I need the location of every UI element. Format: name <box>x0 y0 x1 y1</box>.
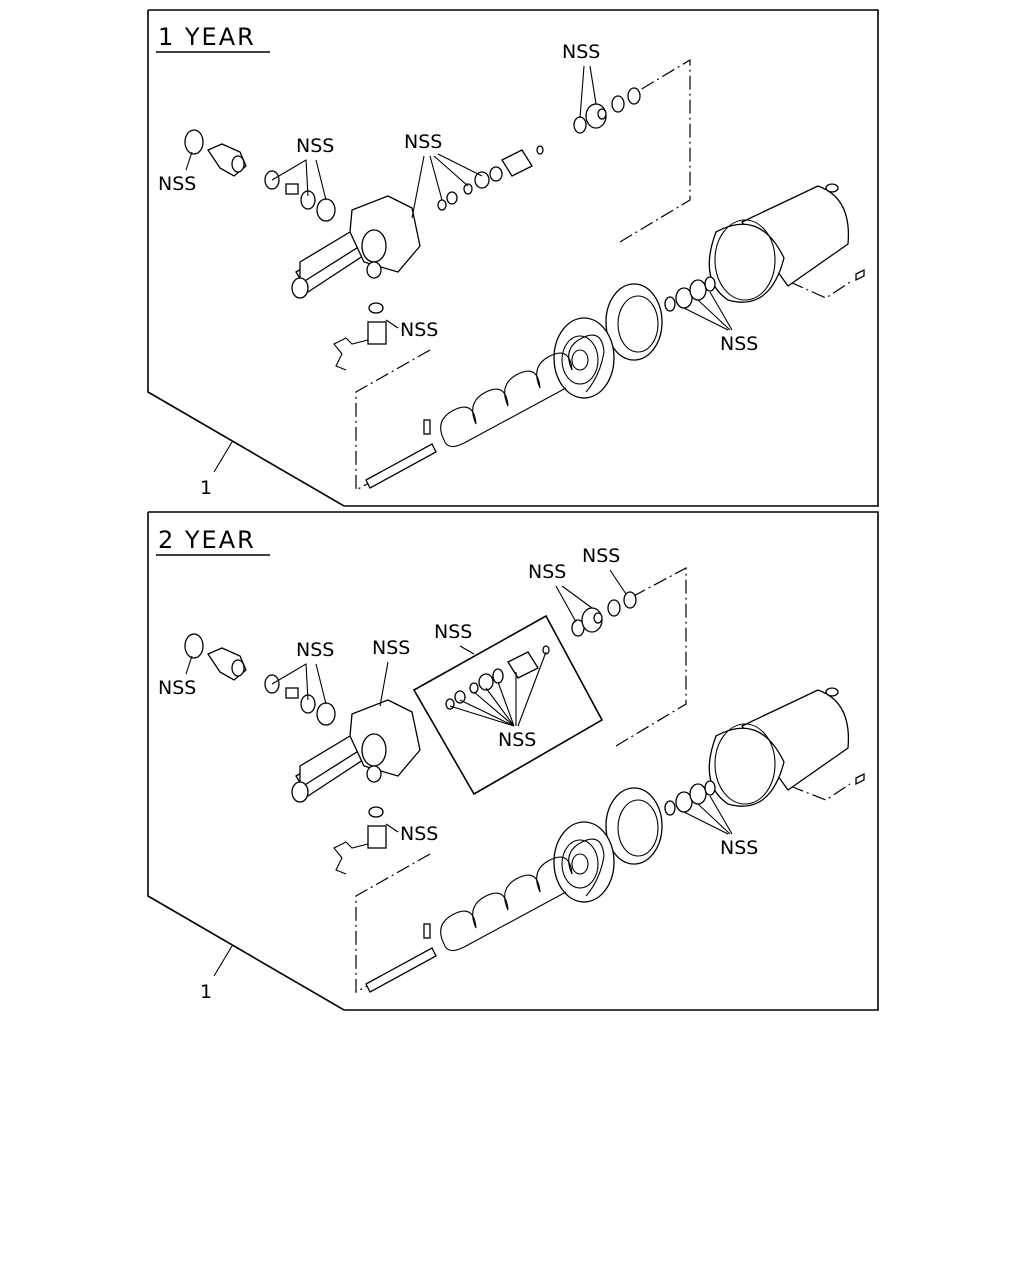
label-leader <box>449 705 515 727</box>
nss-label: NSS <box>720 333 758 355</box>
label-leader <box>497 681 515 727</box>
assembly-guide-line <box>789 281 851 299</box>
label-leader <box>709 795 733 835</box>
assembly-guide-line <box>619 58 691 243</box>
seal-rings <box>571 591 637 637</box>
master-cylinder-body <box>291 195 421 299</box>
piston-plate <box>553 317 615 399</box>
label-leader <box>315 663 327 705</box>
diaphragm-ring <box>605 283 663 361</box>
push-rod <box>365 419 437 489</box>
seal-rings <box>573 87 641 134</box>
label-leader <box>185 151 193 171</box>
panel-frame <box>147 9 879 507</box>
diaphragm-ring <box>605 787 663 865</box>
nss-label: NSS <box>400 823 438 845</box>
callout-leader <box>213 945 233 977</box>
nss-label: NSS <box>582 545 620 567</box>
label-leader <box>589 65 597 105</box>
label-leader <box>271 159 309 197</box>
label-leader <box>561 585 593 609</box>
label-leader <box>437 153 483 177</box>
seal-set <box>664 780 716 816</box>
label-leader <box>485 687 515 727</box>
master-cylinder-body <box>291 699 421 803</box>
label-leader <box>473 691 515 727</box>
assembly-guide-line <box>615 566 687 747</box>
label-leader <box>517 651 547 727</box>
label-leader <box>459 699 515 727</box>
panel-1-year: 1 YEAR 1 <box>147 9 879 507</box>
piston-plate <box>553 821 615 903</box>
nss-label: NSS <box>528 561 566 583</box>
nss-label: NSS <box>372 637 410 659</box>
nss-label: NSS <box>434 621 472 643</box>
return-spring <box>440 838 605 952</box>
panel-title: 2 YEAR <box>158 526 256 554</box>
panel-frame <box>147 511 879 1011</box>
label-leader <box>555 585 577 623</box>
label-leader <box>385 319 399 329</box>
retaining-ring <box>184 129 204 155</box>
retaining-ring <box>184 633 204 659</box>
callout-leader <box>213 441 233 473</box>
label-leader <box>579 65 585 119</box>
booster-housing <box>708 687 865 807</box>
label-leader <box>411 155 425 219</box>
nss-label: NSS <box>296 639 334 661</box>
pressure-sensor <box>333 806 387 875</box>
label-leader <box>683 811 729 835</box>
booster-housing <box>708 183 865 303</box>
nss-label: NSS <box>720 837 758 859</box>
label-leader <box>697 299 731 331</box>
kit-box <box>412 614 604 796</box>
label-leader <box>271 663 309 701</box>
label-leader <box>683 307 729 331</box>
label-leader <box>709 291 733 331</box>
label-leader <box>609 569 627 595</box>
nss-label: NSS <box>158 677 196 699</box>
nss-label: NSS <box>498 729 536 751</box>
label-leader <box>697 803 731 835</box>
piston-parts <box>445 645 550 710</box>
nss-label: NSS <box>296 135 334 157</box>
label-leader <box>459 645 475 655</box>
label-leader <box>385 823 399 833</box>
return-spring <box>440 334 605 448</box>
nss-label: NSS <box>158 173 196 195</box>
callout-ref: 1 <box>200 477 212 499</box>
label-leader <box>429 155 443 201</box>
label-leader <box>185 655 193 675</box>
pressure-sensor <box>333 302 387 371</box>
panel-title: 1 YEAR <box>158 23 256 51</box>
callout-ref: 1 <box>200 981 212 1003</box>
panel-2-year: 2 YEAR 1 <box>147 511 879 1011</box>
seal-set <box>664 276 716 312</box>
label-leader <box>315 159 327 201</box>
elbow-fitting <box>207 143 247 177</box>
piston-parts <box>437 145 544 211</box>
elbow-fitting <box>207 647 247 681</box>
assembly-guide-line <box>789 783 851 801</box>
label-leader <box>433 155 469 187</box>
nss-label: NSS <box>400 319 438 341</box>
nss-label: NSS <box>404 131 442 153</box>
nss-label: NSS <box>562 41 600 63</box>
label-leader <box>379 661 389 707</box>
push-rod <box>365 923 437 993</box>
